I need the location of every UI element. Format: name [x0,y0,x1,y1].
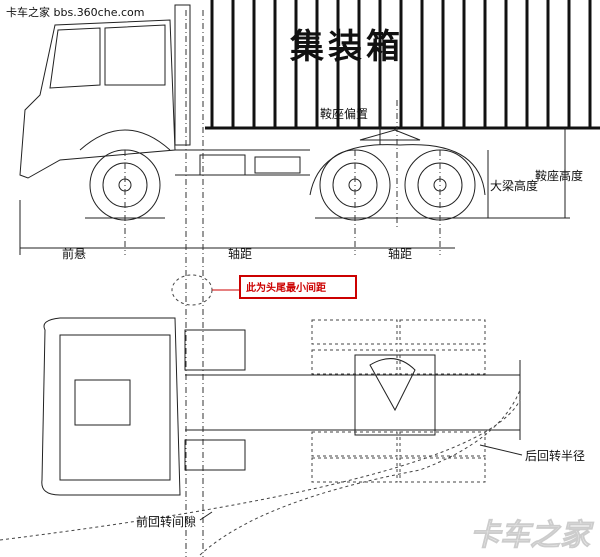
saddle-offset-label: 鞍座偏置 [320,106,368,121]
wheelbase-label-2: 轴距 [388,246,412,261]
front-turn-arc [199,389,521,556]
front-overhang-label: 前悬 [62,246,86,261]
watermark-logo: 卡车之家 [470,518,594,553]
rear-tires-top [311,319,486,483]
tire-top [399,457,486,483]
rear-radius-leader [479,444,523,456]
tractor-top [41,317,521,496]
tractor-cab-side [19,4,421,179]
front-clearance-leader [199,511,213,521]
dimension-lines [19,10,566,557]
tire-top [311,457,398,483]
min-gap-circle [171,274,213,306]
tire-top [399,319,486,345]
min-gap-note-box [239,275,357,299]
wheels-side [89,144,486,221]
front-turn-clearance-label: 前回转间隙 [136,514,196,529]
tire-top [311,431,398,457]
rear-turn-arc [0,399,521,541]
saddle-height-label: 鞍座高度 [535,168,583,183]
tire-top [399,349,486,375]
rear-turn-radius-label: 后回转半径 [525,448,585,463]
frame-height-label: 大梁高度 [490,178,538,193]
min-gap-note: 此为头尾最小间距 [246,281,326,294]
wheelbase-label-1: 轴距 [228,246,252,261]
tire-top [399,431,486,457]
container: 集装箱 [205,0,600,130]
tire-top [311,319,398,345]
watermark-top: 卡车之家 bbs.360che.com [6,5,144,19]
tire-top [311,349,398,375]
container-label: 集装箱 [289,27,404,67]
